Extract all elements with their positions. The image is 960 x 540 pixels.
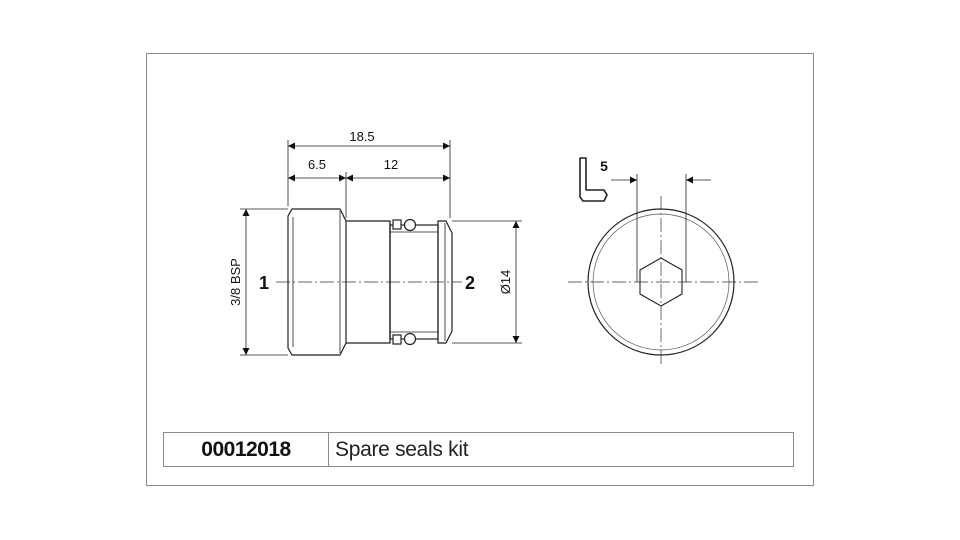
allen-key-icon bbox=[579, 157, 608, 202]
dim-head-length: 6.5 bbox=[308, 157, 326, 172]
part-description: Spare seals kit bbox=[335, 437, 469, 461]
backup-ring-top bbox=[392, 219, 402, 230]
plug-nose bbox=[437, 220, 453, 344]
dim-diameter: Ø14 bbox=[498, 270, 513, 295]
part-number: 00012018 bbox=[164, 433, 329, 466]
dim-thread: 3/8 BSP bbox=[228, 258, 243, 306]
port-label-2: 2 bbox=[465, 273, 475, 293]
hex-key-dimension bbox=[611, 174, 711, 282]
diameter-dimension bbox=[452, 220, 522, 344]
drawing-frame bbox=[146, 53, 814, 486]
dim-overall-length: 18.5 bbox=[349, 129, 374, 144]
dim-body-length: 12 bbox=[384, 157, 398, 172]
port-label-1: 1 bbox=[259, 273, 269, 293]
o-ring-bottom bbox=[403, 332, 417, 346]
thread-dimension bbox=[240, 208, 288, 356]
end-view-center-lines bbox=[568, 196, 758, 366]
backup-ring-bottom bbox=[392, 334, 402, 345]
hex-key-size: 5 bbox=[600, 158, 608, 174]
side-view bbox=[287, 208, 453, 356]
top-dimensions bbox=[287, 140, 451, 218]
o-ring-top bbox=[403, 218, 417, 232]
parts-table: 00012018 Spare seals kit bbox=[163, 432, 794, 467]
